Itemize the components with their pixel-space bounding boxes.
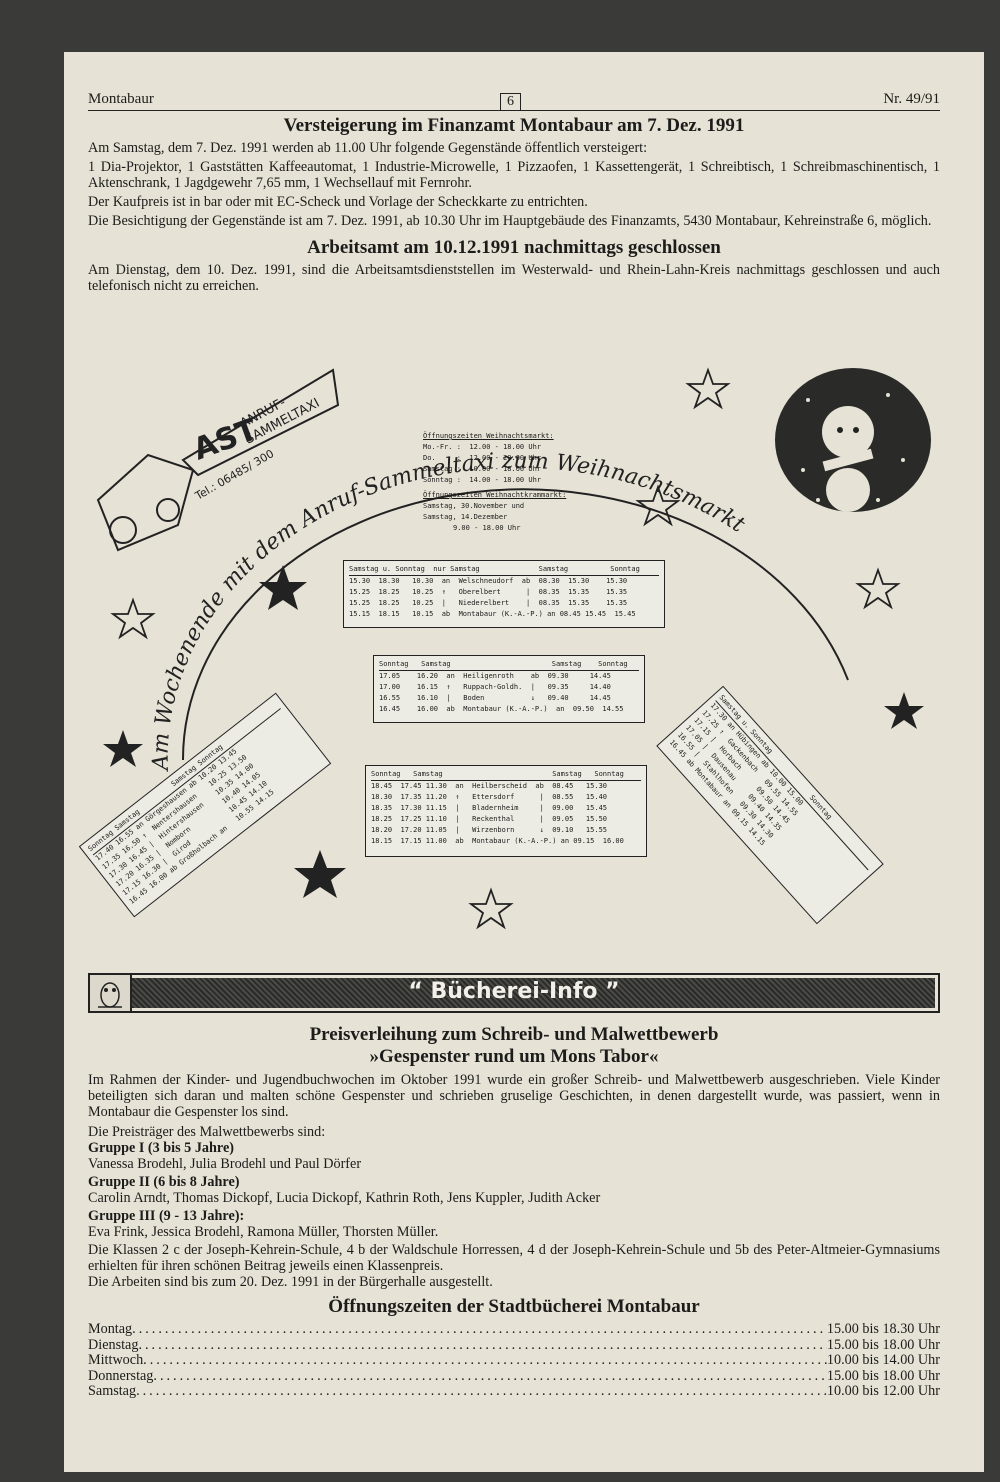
timetable-row: 17.05 16.20 an Heiligenroth ab 09.30 14.… (379, 672, 611, 680)
star-filled (884, 692, 924, 729)
timetable-heilberscheid: Sonntag Samstag Samstag Sonntag 18.45 17… (365, 765, 647, 857)
hours-time: 15.00 bis 18.00 Uhr (826, 1367, 940, 1384)
market-hours-line: Sonntag : 14.00 - 18.00 Uhr (423, 476, 542, 484)
timetable-row: 16.55 16.10 | Boden ↓ 09.40 14.45 (379, 694, 611, 702)
issue-number: Nr. 49/91 (883, 91, 940, 107)
auction-p4: Die Besichtigung der Gegenstände ist am … (88, 213, 932, 229)
group-2-label: Gruppe II (6 bis 8 Jahre) (88, 1174, 240, 1190)
timetable-head: Sonntag Samstag Samstag Sonntag (379, 659, 639, 671)
auction-article: Versteigerung im Finanzamt Montabaur am … (88, 115, 940, 294)
timetable-head: Samstag u. Sonntag nur Samstag Samstag S… (349, 564, 659, 576)
hours-time: 15.00 bis 18.30 Uhr (826, 1321, 940, 1337)
hours-row: Samstag.................................… (88, 1383, 940, 1400)
market-hours-heading: Öffnungszeiten Weihnachtsmarkt: (423, 432, 554, 440)
group-1-label: Gruppe I (3 bis 5 Jahre) (88, 1140, 234, 1156)
market-hours-line: Mo.-Fr. : 12.00 - 18.00 Uhr (423, 443, 542, 451)
contest-p1: Im Rahmen der Kinder- und Jugendbuchwoch… (88, 1072, 940, 1120)
timetable-row: 18.15 17.15 11.00 ab Montabaur (K.-A.-P.… (371, 837, 624, 845)
timetable-row: 15.15 18.15 10.15 ab Montabaur (K.-A.-P.… (349, 610, 636, 618)
auction-p1: Am Samstag, dem 7. Dez. 1991 werden ab 1… (88, 140, 648, 156)
krammarkt-heading: Öffnungszeiten Weihnachtkrammarkt: (423, 491, 567, 499)
star-filled (103, 730, 143, 767)
market-hours-line: Samstag : 10.00 - 18.00 Uhr (423, 465, 542, 473)
contest-p4: Die Arbeiten sind bis zum 20. Dez. 1991 … (88, 1274, 493, 1290)
contest-p2: Die Preisträger des Malwettbewerbs sind: (88, 1124, 326, 1140)
page-number: 6 (500, 93, 521, 111)
page-header: Montabaur 6 Nr. 49/91 (88, 88, 940, 111)
timetable-row: 18.25 17.25 11.10 | Reckenthal | 09.05 1… (371, 815, 608, 823)
stars (103, 565, 924, 898)
buecherei-article: Preisverleihung zum Schreib- und Malwett… (88, 1024, 940, 1400)
star-filled (294, 850, 346, 898)
contest-title-1: Preisverleihung zum Schreib- und Malwett… (309, 1024, 719, 1045)
contest-title-2: »Gespenster rund um Mons Tabor« (369, 1046, 659, 1067)
timetable-heiligenroth: Sonntag Samstag Samstag Sonntag 17.05 16… (373, 655, 645, 723)
market-hours-line: Do. : 12.00 - 20.00 Uhr (423, 454, 542, 462)
star-filled (259, 565, 307, 610)
timetable-row: 18.45 17.45 11.30 an Heilberscheid ab 08… (371, 782, 608, 790)
timetable-row: 15.30 18.30 10.30 an Welschneudorf ab 08… (349, 577, 628, 585)
library-hours-title: Öffnungszeiten der Stadtbücherei Montaba… (328, 1296, 700, 1317)
hours-day: Donnerstag (88, 1367, 154, 1384)
library-hours: Montag..................................… (88, 1321, 940, 1400)
header-town: Montabaur (88, 91, 154, 107)
star-outline (855, 567, 901, 610)
timetable-row: 16.45 16.00 ab Montabaur (K.-A.-P.) an 0… (379, 705, 624, 713)
snowman-illustration (775, 368, 931, 512)
banner-bar (132, 978, 935, 1008)
timetable-row: 18.20 17.20 11.05 | Wirzenborn ↓ 09.10 1… (371, 826, 608, 834)
timetable-row: 17.00 16.15 ↑ Ruppach-Goldh. | 09.35 14.… (379, 683, 611, 691)
hours-time: 15.00 bis 18.00 Uhr (826, 1336, 940, 1353)
timetable-row: 15.25 18.25 10.25 | Niederelbert | 08.35… (349, 599, 628, 607)
timetable-row: 15.25 18.25 10.25 ↑ Oberelbert | 08.35 1… (349, 588, 628, 596)
timetable-head: Sonntag Samstag Samstag Sonntag (371, 769, 641, 781)
hours-row: Montag..................................… (88, 1321, 940, 1337)
ast-taxi-logo: AST ANRUF- SAMMELTAXI Tel.: 06485/ 300 (96, 368, 340, 552)
arbeitsamt-title: Arbeitsamt am 10.12.1991 nachmittags ges… (307, 237, 721, 258)
group-3-label: Gruppe III (9 - 13 Jahre): (88, 1208, 245, 1224)
contest-p3: Die Klassen 2 c der Joseph-Kehrein-Schul… (88, 1242, 940, 1274)
star-outline (468, 887, 514, 930)
hours-day: Montag (88, 1321, 133, 1337)
timetable-row: 18.30 17.35 11.20 ↑ Ettersdorf | 08.55 1… (371, 793, 608, 801)
hours-day: Dienstag (88, 1336, 139, 1353)
buecherei-banner: “ Bücherei-Info ” (88, 973, 940, 1013)
krammarkt-line: 9.00 - 18.00 Uhr (453, 524, 521, 532)
krammarkt-line: Samstag, 30.November und (423, 502, 525, 510)
banner-title: “ Bücherei-Info ” (408, 979, 620, 1004)
hours-row: Donnerstag..............................… (88, 1367, 940, 1384)
krammarkt-line: Samstag, 14.Dezember (423, 513, 508, 521)
stars-outline (110, 367, 901, 930)
hours-day: Mittwoch (88, 1352, 144, 1369)
star-outline (635, 484, 681, 527)
group-2-names: Carolin Arndt, Thomas Dickopf, Lucia Dic… (88, 1190, 601, 1206)
star-outline (685, 367, 731, 410)
group-1-names: Vanessa Brodehl, Julia Brodehl und Paul … (88, 1156, 362, 1172)
hours-day: Samstag (88, 1383, 137, 1400)
hours-row: Dienstag................................… (88, 1336, 940, 1353)
group-3-names: Eva Frink, Jessica Brodehl, Ramona Mülle… (88, 1224, 439, 1240)
owl-logo-icon (90, 975, 132, 1011)
auction-title: Versteigerung im Finanzamt Montabaur am … (283, 115, 745, 136)
timetable-row: 18.35 17.30 11.15 | Bladernheim | 09.00 … (371, 804, 608, 812)
hours-time: 10.00 bis 12.00 Uhr (826, 1383, 940, 1400)
hours-time: 10.00 bis 14.00 Uhr (826, 1352, 940, 1369)
hours-row: Mittwoch................................… (88, 1352, 940, 1369)
auction-p3: Der Kaufpreis ist in bar oder mit EC-Sch… (88, 194, 588, 210)
star-outline (110, 597, 156, 640)
timetable-welschneudorf: Samstag u. Sonntag nur Samstag Samstag S… (343, 560, 665, 628)
auction-p2: 1 Dia-Projektor, 1 Gaststätten Kaffeeaut… (88, 159, 940, 191)
market-hours: Öffnungszeiten Weihnachtsmarkt: Mo.-Fr. … (423, 431, 603, 534)
arbeitsamt-p1: Am Dienstag, dem 10. Dez. 1991, sind die… (88, 262, 940, 294)
